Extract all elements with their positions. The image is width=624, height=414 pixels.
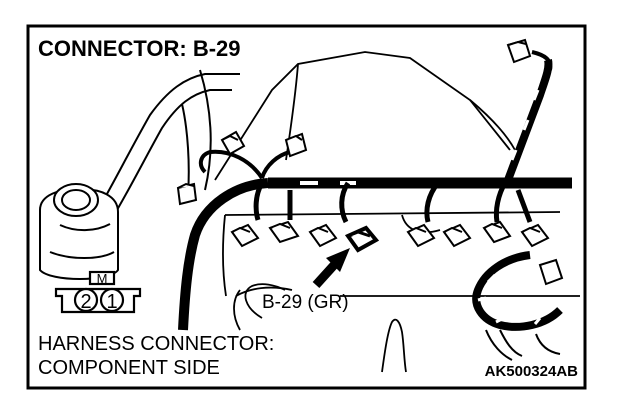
terminal-box-letter: M (97, 271, 108, 286)
connector-row (230, 220, 550, 248)
terminal-face (54, 270, 142, 314)
harness-branches (253, 181, 533, 224)
bracket-contour (381, 318, 407, 373)
callout-arrow (312, 248, 350, 289)
engine-outline (214, 51, 580, 297)
caption-line-2: COMPONENT SIDE (38, 357, 220, 379)
reservoir (39, 183, 119, 280)
diagram-frame (26, 24, 587, 390)
caption-line-1: HARNESS CONNECTOR: (38, 333, 274, 355)
terminal-number-1: 1 (106, 291, 117, 313)
terminal-number-2: 2 (80, 291, 91, 313)
upper-connectors (176, 38, 553, 206)
component-contour-inner (233, 289, 241, 331)
component-contour (244, 283, 286, 319)
connector-b29 (344, 225, 380, 253)
figure-code: AK500324AB (485, 363, 579, 380)
diagram-title: CONNECTOR: B-29 (38, 36, 241, 61)
connector-callout-label: B-29 (GR) (262, 292, 349, 313)
lower-harness (472, 251, 564, 361)
